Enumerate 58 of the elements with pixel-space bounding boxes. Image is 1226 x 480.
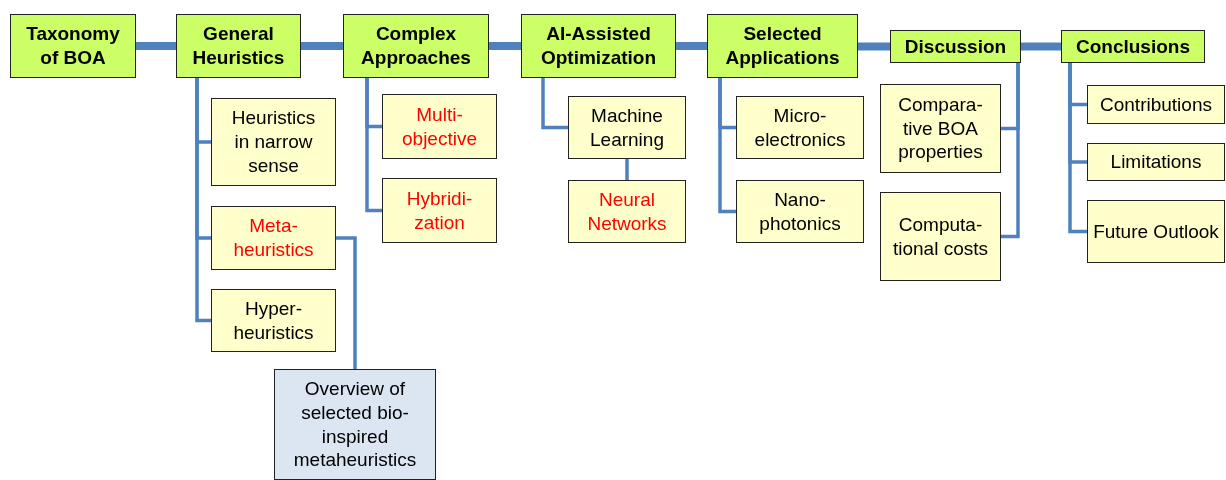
- box-label: Conclusions: [1076, 34, 1190, 59]
- box-label: Discussion: [904, 34, 1007, 59]
- topic-box: [211, 98, 336, 186]
- connector-line: [1001, 63, 1020, 239]
- box-label: Heuristics in narrow sense: [230, 106, 317, 178]
- box-label: Meta-heuristics: [232, 214, 315, 262]
- box-label: Computa-tional costs: [891, 212, 989, 261]
- connector-line: [336, 236, 357, 369]
- connector-line: [858, 42, 890, 51]
- box-label: Hybridi-zation: [405, 186, 474, 235]
- highlighted-topic-box: [382, 94, 497, 159]
- highlighted-topic-box: [568, 180, 686, 243]
- box-label: Hyper-heuristics: [232, 296, 315, 345]
- connector-line: [625, 159, 629, 180]
- box-label: Nano-photonics: [758, 187, 842, 236]
- box-label: Taxonomy of BOA: [25, 22, 121, 70]
- box-label: Multi-objective: [401, 102, 478, 151]
- box-label: Machine Learning: [589, 103, 665, 152]
- topic-box: [736, 96, 864, 159]
- box-label: Selected Applications: [724, 22, 841, 70]
- section-box: [176, 14, 301, 78]
- connector-line: [541, 78, 568, 130]
- section-box: [10, 14, 136, 78]
- connector-line: [1068, 63, 1087, 234]
- connector-line: [136, 42, 176, 50]
- connector-line: [365, 78, 382, 213]
- box-label: AI-Assisted Optimization: [539, 22, 658, 70]
- box-label: Limitations: [1110, 150, 1202, 174]
- connector-line: [718, 78, 736, 214]
- section-box: [1061, 30, 1205, 63]
- detail-box: [274, 369, 436, 480]
- box-label: Compara-tive BOA properties: [897, 92, 984, 165]
- section-box: [890, 30, 1021, 63]
- box-label: Overview of selected bio-inspired metaheuristics: [292, 377, 418, 472]
- box-label: Complex Approaches: [360, 22, 472, 70]
- box-label: Contributions: [1100, 92, 1212, 117]
- section-box: [343, 14, 489, 78]
- box-label: Neural Networks: [586, 187, 668, 236]
- topic-box: [1087, 200, 1225, 263]
- topic-box: [568, 96, 686, 159]
- section-box: [521, 14, 676, 78]
- highlighted-topic-box: [211, 206, 336, 270]
- connector-line: [1021, 42, 1061, 51]
- topic-box: [880, 84, 1001, 173]
- topic-box: [211, 289, 336, 352]
- connector-line: [195, 78, 211, 323]
- box-label: Future Outlook: [1093, 219, 1219, 244]
- topic-box: [1087, 85, 1225, 124]
- connector-line: [489, 42, 521, 50]
- box-label: Micro-electronics: [753, 103, 847, 152]
- section-box: [707, 14, 858, 78]
- topic-box: [1087, 143, 1225, 181]
- connector-line: [301, 42, 343, 50]
- connector-line: [676, 42, 707, 50]
- highlighted-topic-box: [382, 178, 497, 243]
- box-label: General Heuristics: [191, 22, 286, 70]
- topic-box: [736, 180, 864, 243]
- topic-box: [880, 192, 1001, 281]
